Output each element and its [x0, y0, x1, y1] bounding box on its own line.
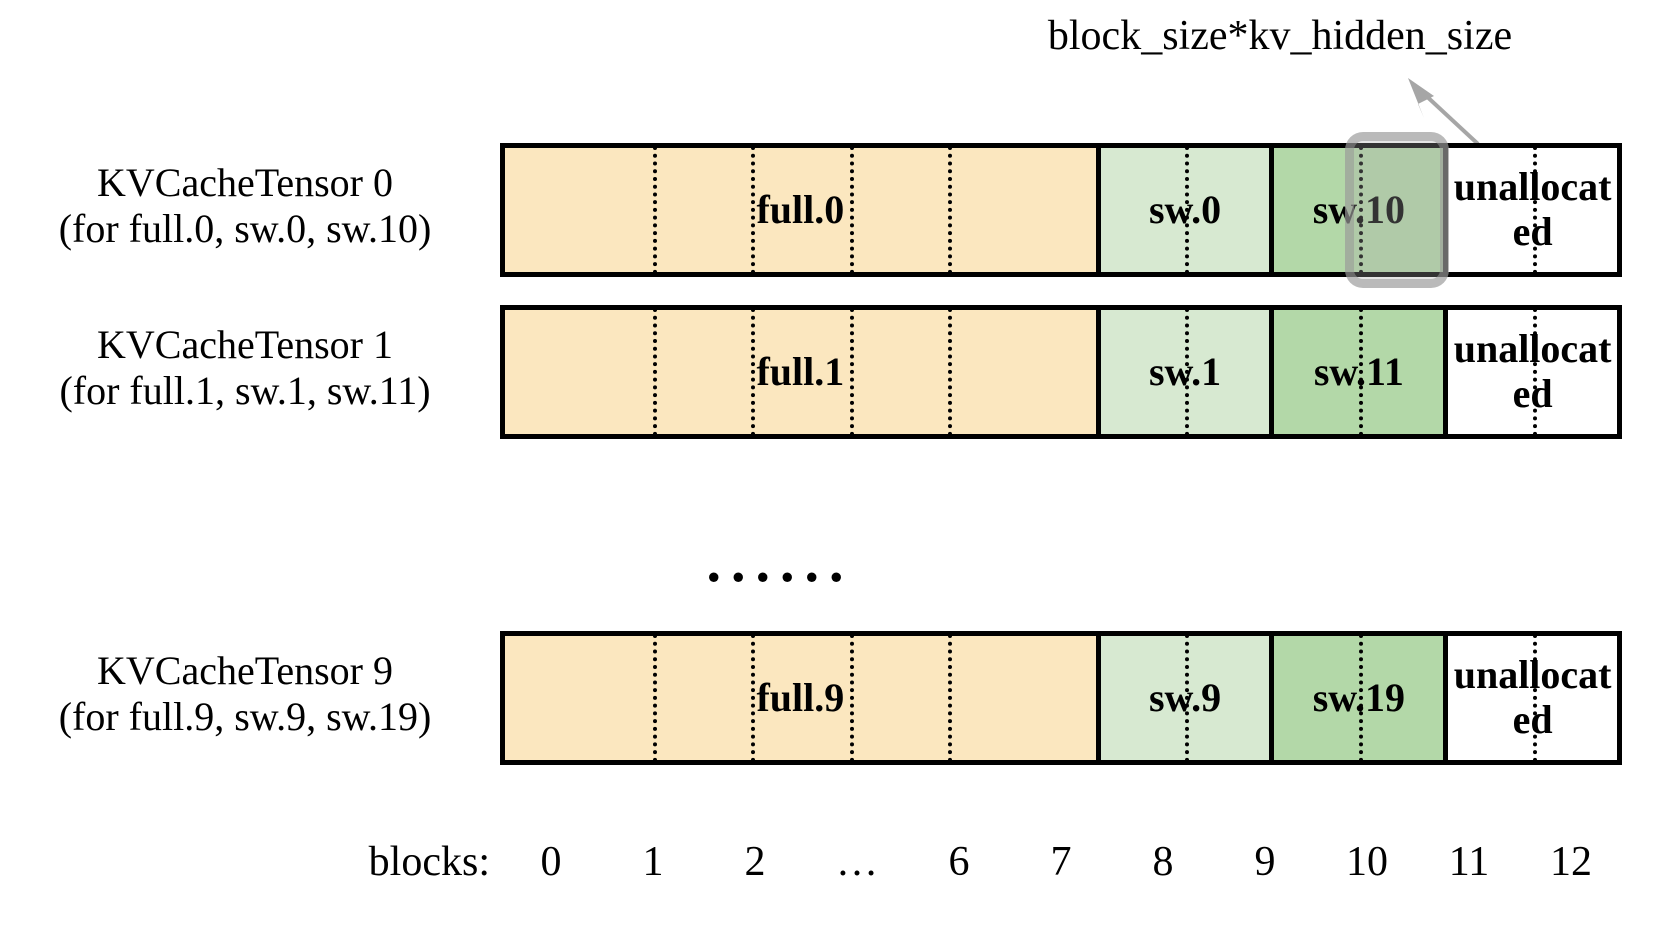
segment-label: unallocated	[1453, 164, 1612, 254]
blocks-axis-title: blocks:	[368, 839, 490, 885]
segment-label: full.9	[756, 675, 845, 720]
segment-unallocated-9[interactable]: unallocated	[1443, 634, 1617, 762]
segment-sw-11[interactable]: sw.11	[1269, 308, 1444, 436]
tensor-bar-1: full.1 sw.1 sw.11 unallocated	[500, 305, 1622, 439]
block-divider	[652, 308, 657, 436]
segment-label: sw.11	[1313, 349, 1404, 394]
axis-tick: …	[836, 839, 878, 885]
block-divider	[652, 146, 657, 274]
block-divider	[948, 146, 953, 274]
row-label-title: KVCacheTensor 9	[97, 648, 393, 693]
axis-tick: 10	[1346, 839, 1388, 885]
row-label-subtitle: (for full.1, sw.1, sw.11)	[59, 367, 431, 413]
block-divider	[1185, 308, 1190, 436]
segment-label: sw.19	[1312, 675, 1405, 720]
block-divider	[948, 308, 953, 436]
axis-tick: 2	[744, 839, 766, 885]
row-label-title: KVCacheTensor 0	[97, 160, 393, 205]
vertical-ellipsis: ......	[706, 529, 854, 594]
block-divider	[1185, 634, 1190, 762]
row-label-title: KVCacheTensor 1	[97, 322, 393, 367]
block-divider	[1358, 308, 1363, 436]
block-divider	[1185, 146, 1190, 274]
segment-sw-9[interactable]: sw.9	[1095, 634, 1270, 762]
block-divider	[849, 146, 854, 274]
axis-tick: 11	[1448, 839, 1490, 885]
block-divider	[751, 634, 756, 762]
segment-sw-0[interactable]: sw.0	[1095, 146, 1270, 274]
segment-full-0[interactable]: full.0	[505, 146, 1096, 274]
block-highlight-overlay[interactable]	[1345, 132, 1449, 288]
row-label-kvcachetensor-0: KVCacheTensor 0 (for full.0, sw.0, sw.10…	[10, 160, 480, 251]
block-divider	[1532, 634, 1537, 762]
axis-tick: 12	[1550, 839, 1592, 885]
axis-tick: 6	[948, 839, 970, 885]
segment-label: sw.10	[1312, 187, 1405, 232]
segment-label: sw.9	[1148, 675, 1222, 720]
block-divider	[1358, 146, 1363, 274]
segment-label: unallocated	[1453, 652, 1612, 742]
block-divider	[849, 634, 854, 762]
block-divider	[1532, 308, 1537, 436]
row-label-kvcachetensor-9: KVCacheTensor 9 (for full.9, sw.9, sw.19…	[10, 648, 480, 739]
segment-sw-1[interactable]: sw.1	[1095, 308, 1270, 436]
blocks-axis: blocks: 0 1 2 … 6 7 8 9 10 11 12	[0, 838, 1676, 908]
block-size-annotation-label: block_size*kv_hidden_size	[1047, 13, 1513, 59]
axis-tick: 9	[1254, 839, 1276, 885]
row-label-subtitle: (for full.0, sw.0, sw.10)	[58, 205, 432, 251]
segment-label: unallocated	[1453, 326, 1612, 416]
tensor-bar-0: full.0 sw.0 sw.10 unallocated	[500, 143, 1622, 277]
block-divider	[751, 308, 756, 436]
segment-unallocated-0[interactable]: unallocated	[1443, 146, 1617, 274]
segment-label: full.1	[756, 349, 845, 394]
block-divider	[751, 146, 756, 274]
segment-label: sw.1	[1148, 349, 1222, 394]
axis-tick: 8	[1152, 839, 1174, 885]
blocks-axis-ticks: 0 1 2 … 6 7 8 9 10 11 12	[500, 838, 1622, 898]
segment-unallocated-1[interactable]: unallocated	[1443, 308, 1617, 436]
segment-full-1[interactable]: full.1	[505, 308, 1096, 436]
segment-label: full.0	[756, 187, 845, 232]
axis-tick: 7	[1050, 839, 1072, 885]
segment-sw-19[interactable]: sw.19	[1269, 634, 1444, 762]
axis-tick: 1	[642, 839, 664, 885]
segment-sw-10[interactable]: sw.10	[1269, 146, 1444, 274]
segment-label: sw.0	[1148, 187, 1222, 232]
block-divider	[1358, 634, 1363, 762]
row-label-kvcachetensor-1: KVCacheTensor 1 (for full.1, sw.1, sw.11…	[10, 322, 480, 413]
block-divider	[948, 634, 953, 762]
axis-tick: 0	[540, 839, 562, 885]
tensor-bar-9: full.9 sw.9 sw.19 unallocated	[500, 631, 1622, 765]
row-label-subtitle: (for full.9, sw.9, sw.19)	[58, 693, 432, 739]
block-divider	[849, 308, 854, 436]
segment-full-9[interactable]: full.9	[505, 634, 1096, 762]
block-divider	[652, 634, 657, 762]
block-divider	[1532, 146, 1537, 274]
